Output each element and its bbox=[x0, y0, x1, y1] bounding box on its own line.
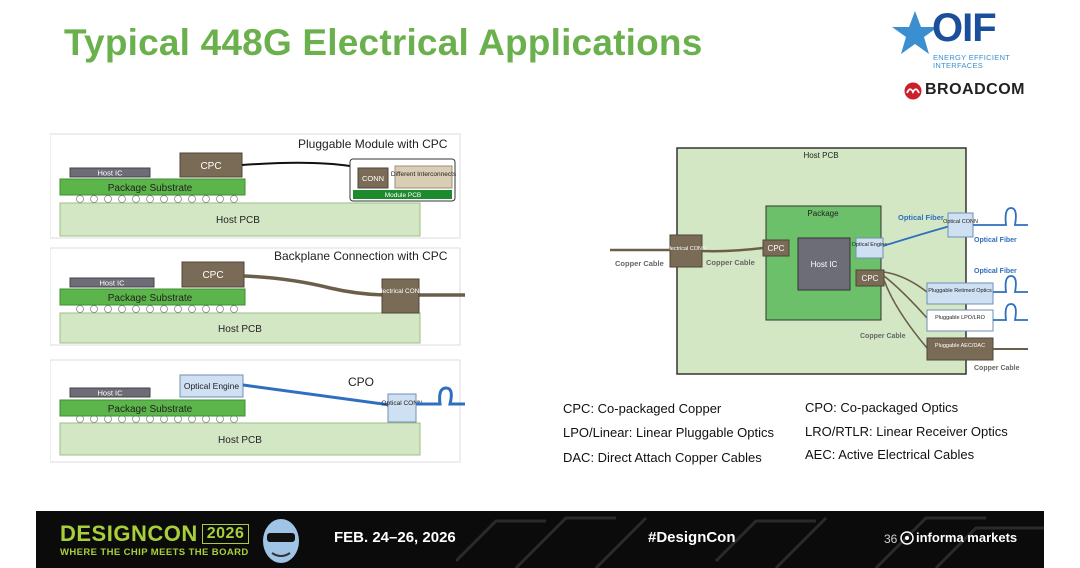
d1-host-pcb bbox=[59, 202, 421, 237]
d1-host-ic-label: Host IC bbox=[97, 169, 123, 178]
d3-host-ic-label: Host IC bbox=[97, 389, 123, 398]
r-optical-conn bbox=[947, 212, 974, 238]
r-optical-fiber-1-label: Optical Fiber bbox=[898, 213, 944, 222]
broadcom-icon bbox=[904, 82, 922, 100]
d1-substrate-label: Package Substrate bbox=[108, 183, 193, 194]
r-optical-fiber-3-label: Optical Fiber bbox=[974, 268, 1017, 275]
d2-substrate bbox=[59, 288, 246, 306]
d1-substrate bbox=[59, 178, 246, 196]
legend-dac: DAC: Direct Attach Copper Cables bbox=[563, 450, 762, 465]
page-number: 36 bbox=[884, 532, 898, 546]
d2-copper-cable bbox=[243, 274, 465, 297]
oif-star-icon bbox=[892, 11, 938, 54]
r-cpc-left-label: CPC bbox=[768, 244, 785, 253]
d2-host-ic-label: Host IC bbox=[99, 279, 125, 288]
d1-solder-balls bbox=[76, 195, 238, 203]
designcon-year: 2026 bbox=[201, 524, 250, 544]
r-copper-cable-right-label: Copper Cable bbox=[974, 365, 1020, 372]
r-cpc-right bbox=[855, 269, 885, 287]
d1-host-pcb-label: Host PCB bbox=[216, 215, 260, 226]
d2-cpc bbox=[181, 261, 245, 288]
legend-lpo: LPO/Linear: Linear Pluggable Optics bbox=[563, 425, 775, 440]
d3-optical-conn-label: Optical CONN bbox=[381, 400, 422, 407]
broadcom-logo: BROADCOM bbox=[925, 81, 1025, 98]
d1-heading: Pluggable Module with CPC bbox=[298, 137, 448, 151]
d2-elec-conn-label: Electrical CONN bbox=[377, 288, 425, 295]
d3-host-pcb bbox=[59, 422, 421, 456]
r-host-pcb-label: Host PCB bbox=[803, 151, 838, 160]
d1-conn bbox=[357, 167, 389, 189]
d1-module-pcb-label: Module PCB bbox=[385, 192, 422, 199]
d2-substrate-label: Package Substrate bbox=[108, 293, 193, 304]
d3-host-ic bbox=[69, 387, 151, 398]
d3-optical-engine-label: Optical Engine bbox=[184, 381, 240, 391]
r-copper-cable-inner2-label: Copper Cable bbox=[860, 333, 906, 340]
oif-subtitle: ENERGY EFFICIENT INTERFACES bbox=[933, 53, 1011, 70]
d3-fiber-loop bbox=[416, 386, 465, 406]
legend-cpc: CPC: Co-packaged Copper bbox=[563, 401, 722, 416]
r-copper-cable-outer-label: Copper Cable bbox=[615, 259, 664, 268]
left-diagrams: Pluggable Module with CPC Host PCB Packa… bbox=[50, 133, 465, 463]
diagram-backplane: Backplane Connection with CPC Host PCB P… bbox=[50, 247, 465, 346]
r-pluggable-aec bbox=[926, 337, 994, 361]
r-pluggable-aec-label: Pluggable AEC/DAC bbox=[935, 343, 985, 349]
d1-interconnects bbox=[394, 165, 453, 189]
legend-cpo: CPO: Co-packaged Optics bbox=[805, 400, 959, 415]
event-hashtag: #DesignCon bbox=[648, 529, 736, 546]
diagram-cpo: CPO Host PCB Package Substrate Host IC O… bbox=[50, 359, 465, 463]
d1-cpc-label: CPC bbox=[200, 161, 221, 172]
d1-conn-label: CONN bbox=[362, 174, 384, 183]
d1-cpc bbox=[179, 152, 243, 178]
r-cpc-right-label: CPC bbox=[862, 274, 879, 283]
d2-host-ic bbox=[69, 277, 155, 288]
diagram-pluggable-module: Pluggable Module with CPC Host PCB Packa… bbox=[50, 133, 461, 239]
d3-solder-balls bbox=[76, 415, 238, 423]
designcon-tagline: WHERE THE CHIP MEETS THE BOARD bbox=[60, 547, 249, 558]
oif-logo: OIF bbox=[932, 6, 997, 50]
d1-interconnects-label: Different Interconnects bbox=[391, 171, 457, 178]
r-copper-cable-inner-label: Copper Cable bbox=[706, 258, 755, 267]
d1-module-pcb bbox=[353, 190, 452, 199]
right-diagram: Host PCB Package Host IC CPC Optical Eng… bbox=[610, 147, 1028, 375]
informa-icon bbox=[900, 531, 914, 545]
r-electrical-conn-label: Electrical CONN bbox=[666, 246, 706, 252]
r-pluggable-retimed-label: Pluggable Retimed Optics bbox=[928, 288, 992, 294]
slide-title: Typical 448G Electrical Applications bbox=[64, 22, 703, 63]
legend-lro: LRO/RTLR: Linear Receiver Optics bbox=[805, 424, 1008, 439]
r-pluggable-retimed bbox=[926, 282, 994, 305]
legend-aec: AEC: Active Electrical Cables bbox=[805, 447, 975, 462]
informa-logo: informa markets bbox=[916, 530, 1018, 545]
r-host-ic bbox=[797, 237, 851, 291]
r-host-ic-label: Host IC bbox=[811, 260, 838, 269]
event-date: FEB. 24–26, 2026 bbox=[334, 529, 456, 546]
circuit-pattern bbox=[456, 516, 1044, 568]
d1-host-ic bbox=[69, 167, 151, 178]
d2-elec-conn bbox=[381, 278, 420, 314]
d2-cpc-label: CPC bbox=[202, 270, 223, 281]
d2-solder-balls bbox=[76, 305, 238, 313]
d3-heading: CPO bbox=[348, 375, 374, 389]
d3-optical-conn bbox=[387, 393, 417, 423]
r-inner-copper-cable bbox=[701, 246, 764, 253]
d2-host-pcb-label: Host PCB bbox=[218, 324, 262, 335]
mascot-icon bbox=[263, 519, 299, 563]
r-package-label: Package bbox=[807, 209, 839, 218]
r-optical-engine-label: Optical Engine bbox=[852, 242, 888, 248]
d3-fiber bbox=[242, 383, 391, 407]
d3-substrate-label: Package Substrate bbox=[108, 404, 193, 415]
r-optical-conn-label: Optical CONN bbox=[943, 219, 978, 225]
d3-substrate bbox=[59, 399, 246, 417]
d3-host-pcb-label: Host PCB bbox=[218, 435, 262, 446]
r-pluggable-lpo-label: Pluggable LPO/LRO bbox=[935, 315, 986, 321]
r-optical-engine bbox=[855, 237, 884, 259]
r-optical-fiber-2-label: Optical Fiber bbox=[974, 237, 1017, 244]
d2-host-pcb bbox=[59, 312, 421, 344]
d2-heading: Backplane Connection with CPC bbox=[274, 249, 448, 263]
